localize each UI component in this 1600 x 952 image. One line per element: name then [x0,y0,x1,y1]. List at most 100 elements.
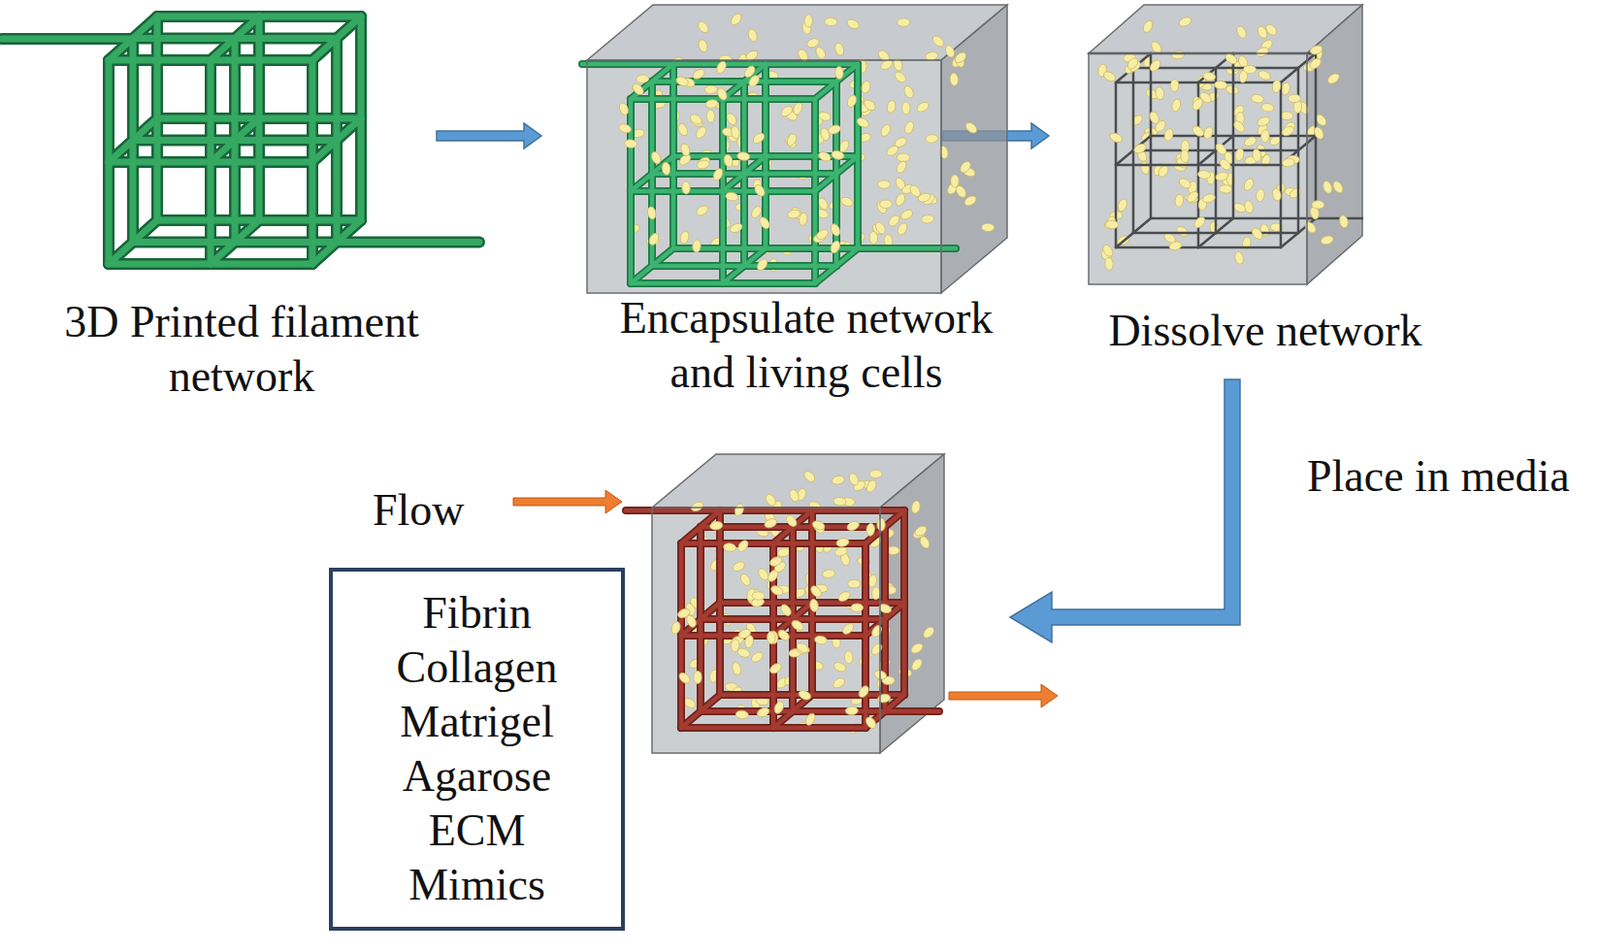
filament [336,238,480,246]
cell [884,143,900,158]
filament-outline [773,539,866,548]
filament-outline [718,191,727,284]
cell [1125,56,1141,71]
filament [630,281,723,287]
filament [130,140,137,243]
cell [1232,119,1247,134]
filament [773,725,866,731]
cell [618,101,631,117]
filament-outline [1198,67,1216,83]
filament [681,711,701,728]
cell [1260,129,1270,143]
filament [884,709,940,715]
cell [892,69,908,85]
filament [210,242,235,265]
cell [716,86,729,101]
filament-outline [1,32,133,45]
filament [902,602,908,695]
cell [869,641,884,656]
filament [652,64,674,82]
cell [1243,65,1257,74]
cell [689,499,705,513]
step-label: Place in media [1306,449,1570,504]
gel-front-edge [587,60,942,294]
cell [847,471,860,487]
cell [750,650,765,664]
gel-front-face [1088,53,1307,285]
cell [635,74,650,85]
filament [256,118,263,221]
filament-outline [744,169,837,178]
cell [1201,192,1216,204]
filament [1,35,133,43]
cell [886,213,902,229]
filament [673,246,766,252]
cell [864,478,879,493]
cell [754,257,769,272]
cell [909,641,924,655]
cell [747,28,759,43]
filament-outline [330,38,343,141]
filament [132,220,158,243]
cell [831,474,846,486]
cell [730,661,742,677]
filament-outline [151,16,164,119]
filament [336,118,361,141]
filament-outline [630,265,653,284]
cell [952,50,968,66]
filament [234,238,337,246]
filament [312,140,337,164]
filament [630,189,723,195]
filament [154,118,162,221]
cell [763,517,779,530]
filament [722,281,816,287]
filament-outline [253,118,265,221]
cell [821,568,836,580]
cell [675,74,690,88]
filament-outline [1214,150,1218,233]
filament-outline [765,60,858,68]
cell [757,215,772,230]
filament-outline [132,32,235,45]
cell [1307,56,1323,71]
filament [722,265,745,284]
cell [894,159,909,174]
cell [829,222,843,237]
cell [786,208,801,220]
filament-outline [253,16,265,119]
cell [809,584,824,599]
gel-front-face [652,507,881,753]
cell [833,546,849,558]
cell [1109,130,1124,144]
filament [700,694,720,712]
filament [719,692,813,698]
filament [234,34,337,42]
filament [108,242,133,265]
cell [830,149,846,161]
gel-front-face [587,60,942,294]
cell [650,150,663,165]
cell [910,499,921,514]
filament-outline [815,265,837,284]
filament-outline [652,248,674,266]
filament-outline [306,162,319,264]
filament-outline [788,526,797,620]
filament [234,220,260,243]
cell [944,43,957,59]
gel-side-face [1306,4,1363,285]
cell [755,705,771,719]
cell [848,579,861,588]
filament-outline [1114,82,1118,165]
filament [810,602,816,695]
cell [1170,78,1179,93]
cell [1280,111,1295,121]
cell [846,519,861,532]
filament [884,510,905,527]
filament-outline [1115,232,1134,248]
filament-outline [108,258,211,270]
filament [231,140,239,243]
cell [981,223,995,232]
filament-outline [861,543,870,636]
cell [815,228,830,242]
cell [711,166,724,182]
